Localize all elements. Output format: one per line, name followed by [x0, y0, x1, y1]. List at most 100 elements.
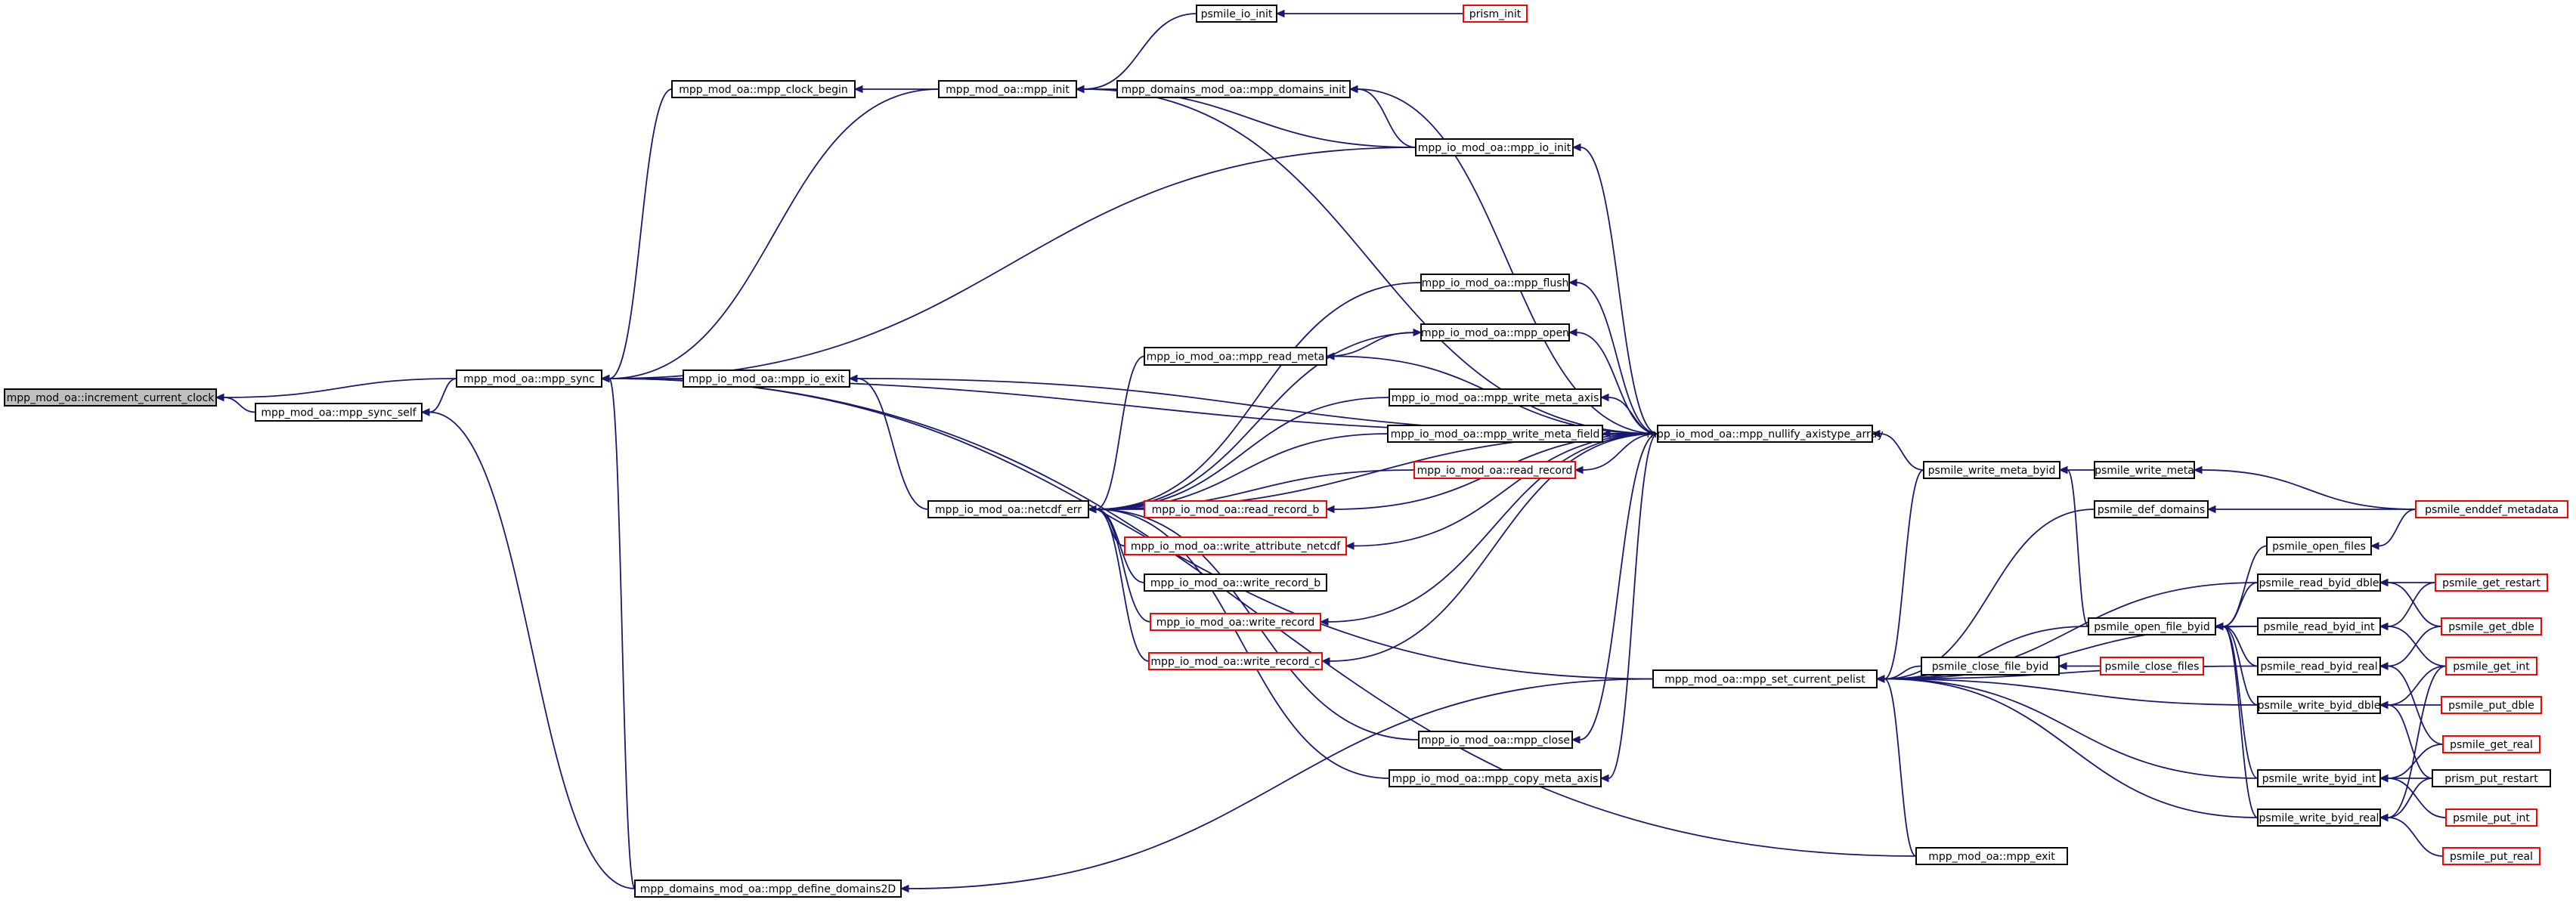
- node-label: prism_put_restart: [2444, 773, 2538, 785]
- call-edge-getdble-to-rreal: [2379, 626, 2442, 670]
- node-box: [1923, 461, 2060, 479]
- call-edge-readmeta-to-open: [1326, 328, 1423, 357]
- graph-node-getdble[interactable]: psmile_get_dble: [2441, 617, 2542, 635]
- edge-arrowhead: [1345, 542, 1355, 550]
- edge-arrowhead: [1601, 429, 1611, 438]
- graph-node-wmbyid[interactable]: psmile_write_meta_byid: [1923, 461, 2060, 479]
- graph-node-rint[interactable]: psmile_read_byid_int: [2257, 617, 2381, 635]
- graph-node-putreal[interactable]: psmile_put_real: [2442, 847, 2540, 865]
- graph-node-psio[interactable]: psmile_io_init: [1196, 5, 1277, 23]
- graph-node-defdom[interactable]: psmile_def_domains: [2094, 500, 2209, 518]
- call-edge-putreal-to-wreal: [2379, 813, 2444, 857]
- edge-line: [608, 378, 636, 889]
- graph-node-copymeta[interactable]: mpp_io_mod_oa::mpp_copy_meta_axis: [1389, 769, 1602, 787]
- graph-node-close[interactable]: mpp_io_mod_oa::mpp_close: [1418, 731, 1573, 749]
- node-box: [1415, 138, 1574, 156]
- call-edge-wdble-to-setpelist: [1875, 675, 2259, 706]
- node-label: psmile_read_byid_real: [2260, 661, 2377, 673]
- graph-node-dominit[interactable]: mpp_domains_mod_oa::mpp_domains_init: [1116, 80, 1351, 98]
- graph-node-closebyid[interactable]: psmile_close_file_byid: [1921, 657, 2060, 676]
- edge-line: [1095, 509, 1151, 623]
- node-box: [2435, 574, 2548, 592]
- graph-node-putint[interactable]: psmile_put_int: [2445, 809, 2537, 827]
- graph-node-getrestart[interactable]: psmile_get_restart: [2435, 574, 2548, 592]
- edge-line: [1884, 469, 1924, 680]
- node-label: mpp_io_mod_oa::mpp_flush: [1422, 277, 1569, 289]
- graph-node-define2d[interactable]: mpp_domains_mod_oa::mpp_define_domains2D: [634, 880, 902, 898]
- graph-node-putdble[interactable]: psmile_put_dble: [2441, 696, 2542, 714]
- node-label: psmile_write_meta: [2095, 465, 2194, 477]
- node-label: psmile_def_domains: [2098, 504, 2205, 516]
- graph-node-readmeta[interactable]: mpp_io_mod_oa::mpp_read_meta: [1144, 347, 1327, 366]
- graph-node-setpelist[interactable]: mpp_mod_oa::mpp_set_current_pelist: [1652, 669, 1878, 688]
- graph-node-syncself[interactable]: mpp_mod_oa::mpp_sync_self: [255, 403, 423, 422]
- edge-arrowhead: [1568, 328, 1577, 337]
- graph-node-wmfield[interactable]: mpp_io_mod_oa::mpp_write_meta_field: [1387, 425, 1603, 443]
- node-label: psmile_get_dble: [2448, 621, 2534, 633]
- graph-node-open[interactable]: mpp_io_mod_oa::mpp_open: [1420, 323, 1570, 342]
- node-box: [1915, 847, 2068, 865]
- graph-node-flush[interactable]: mpp_io_mod_oa::mpp_flush: [1420, 274, 1570, 292]
- node-box: [2257, 769, 2381, 787]
- edge-line: [2387, 582, 2436, 627]
- edge-arrowhead: [1571, 735, 1581, 744]
- graph-node-clock[interactable]: mpp_mod_oa::mpp_clock_begin: [671, 80, 856, 98]
- node-label: mpp_mod_oa::mpp_exit: [1928, 851, 2055, 863]
- graph-node-netcdf[interactable]: mpp_io_mod_oa::netcdf_err: [927, 500, 1089, 518]
- graph-node-wdble[interactable]: psmile_write_byid_dble: [2257, 696, 2381, 714]
- node-box: [1413, 461, 1576, 479]
- graph-node-wrec[interactable]: mpp_io_mod_oa::write_record: [1150, 613, 1321, 631]
- edge-line: [2378, 509, 2417, 547]
- node-label: mpp_io_mod_oa::write_record_c: [1150, 656, 1320, 668]
- node-label: psmile_write_byid_dble: [2258, 700, 2381, 712]
- edge-arrowhead: [1075, 85, 1085, 94]
- node-label: mpp_io_mod_oa::mpp_copy_meta_axis: [1392, 773, 1599, 785]
- edge-arrowhead: [2379, 700, 2389, 710]
- graph-node-wmaxis[interactable]: mpp_io_mod_oa::mpp_write_meta_axis: [1389, 388, 1602, 407]
- graph-node-sync[interactable]: mpp_mod_oa::mpp_sync: [456, 369, 602, 388]
- graph-node-readrecb[interactable]: mpp_io_mod_oa::read_record_b: [1144, 500, 1327, 518]
- node-label: mpp_io_mod_oa::mpp_io_exit: [689, 373, 845, 385]
- graph-node-openfiles[interactable]: psmile_open_files: [2266, 536, 2372, 555]
- node-box: [2441, 696, 2542, 714]
- edge-line: [856, 378, 929, 510]
- edge-line: [1582, 433, 1658, 471]
- edge-line: [2387, 778, 2447, 818]
- node-label: mpp_domains_mod_oa::mpp_domains_init: [1121, 84, 1346, 96]
- edge-arrowhead: [1574, 465, 1584, 475]
- graph-node-mppexit[interactable]: mpp_mod_oa::mpp_exit: [1915, 847, 2068, 865]
- node-box: [2257, 617, 2381, 635]
- graph-node-getint[interactable]: psmile_get_int: [2445, 657, 2537, 676]
- edge-line: [2067, 469, 2089, 627]
- node-box: [2257, 657, 2381, 676]
- graph-node-readrec[interactable]: mpp_io_mod_oa::read_record: [1413, 461, 1576, 479]
- graph-node-rreal[interactable]: psmile_read_byid_real: [2257, 657, 2381, 676]
- graph-node-openbyid[interactable]: psmile_open_file_byid: [2088, 617, 2216, 635]
- graph-node-wmeta[interactable]: psmile_write_meta: [2094, 461, 2195, 479]
- node-box: [2100, 657, 2204, 676]
- edge-arrowhead: [2058, 465, 2068, 475]
- graph-node-wint[interactable]: psmile_write_byid_int: [2257, 769, 2381, 787]
- graph-node-ioinit[interactable]: mpp_io_mod_oa::mpp_io_init: [1415, 138, 1574, 156]
- graph-node-ioexit[interactable]: mpp_io_mod_oa::mpp_io_exit: [683, 369, 850, 388]
- call-edge-putrestart-to-wdble: [2379, 700, 2433, 779]
- edge-arrowhead: [1325, 352, 1335, 360]
- call-edge-enddef-to-openfiles: [2370, 509, 2417, 550]
- graph-node-init[interactable]: mpp_mod_oa::mpp_init: [938, 80, 1077, 98]
- graph-node-wrecc[interactable]: mpp_io_mod_oa::write_record_c: [1148, 652, 1323, 670]
- graph-node-rdble[interactable]: psmile_read_byid_dble: [2257, 574, 2381, 592]
- graph-node-enddef[interactable]: psmile_enddef_metadata: [2415, 500, 2568, 518]
- graph-node-wrecb[interactable]: mpp_io_mod_oa::write_record_b: [1144, 574, 1327, 592]
- graph-node-closefiles[interactable]: psmile_close_files: [2100, 657, 2204, 676]
- edge-arrowhead: [2379, 622, 2389, 631]
- graph-node-wattr[interactable]: mpp_io_mod_oa::write_attribute_netcdf: [1124, 536, 1347, 555]
- node-label: mpp_mod_oa::mpp_clock_begin: [679, 84, 848, 96]
- edge-arrowhead: [1319, 617, 1329, 626]
- edge-arrowhead: [1571, 143, 1581, 152]
- graph-node-getreal[interactable]: psmile_get_real: [2442, 735, 2540, 753]
- graph-node-putrestart[interactable]: prism_put_restart: [2432, 769, 2551, 787]
- graph-node-nullify[interactable]: mpp_io_mod_oa::mpp_nullify_axistype_arra…: [1646, 425, 1884, 443]
- graph-node-wreal[interactable]: psmile_write_byid_real: [2257, 809, 2381, 827]
- graph-node-prisminit[interactable]: prism_init: [1463, 5, 1528, 23]
- node-box: [2432, 769, 2551, 787]
